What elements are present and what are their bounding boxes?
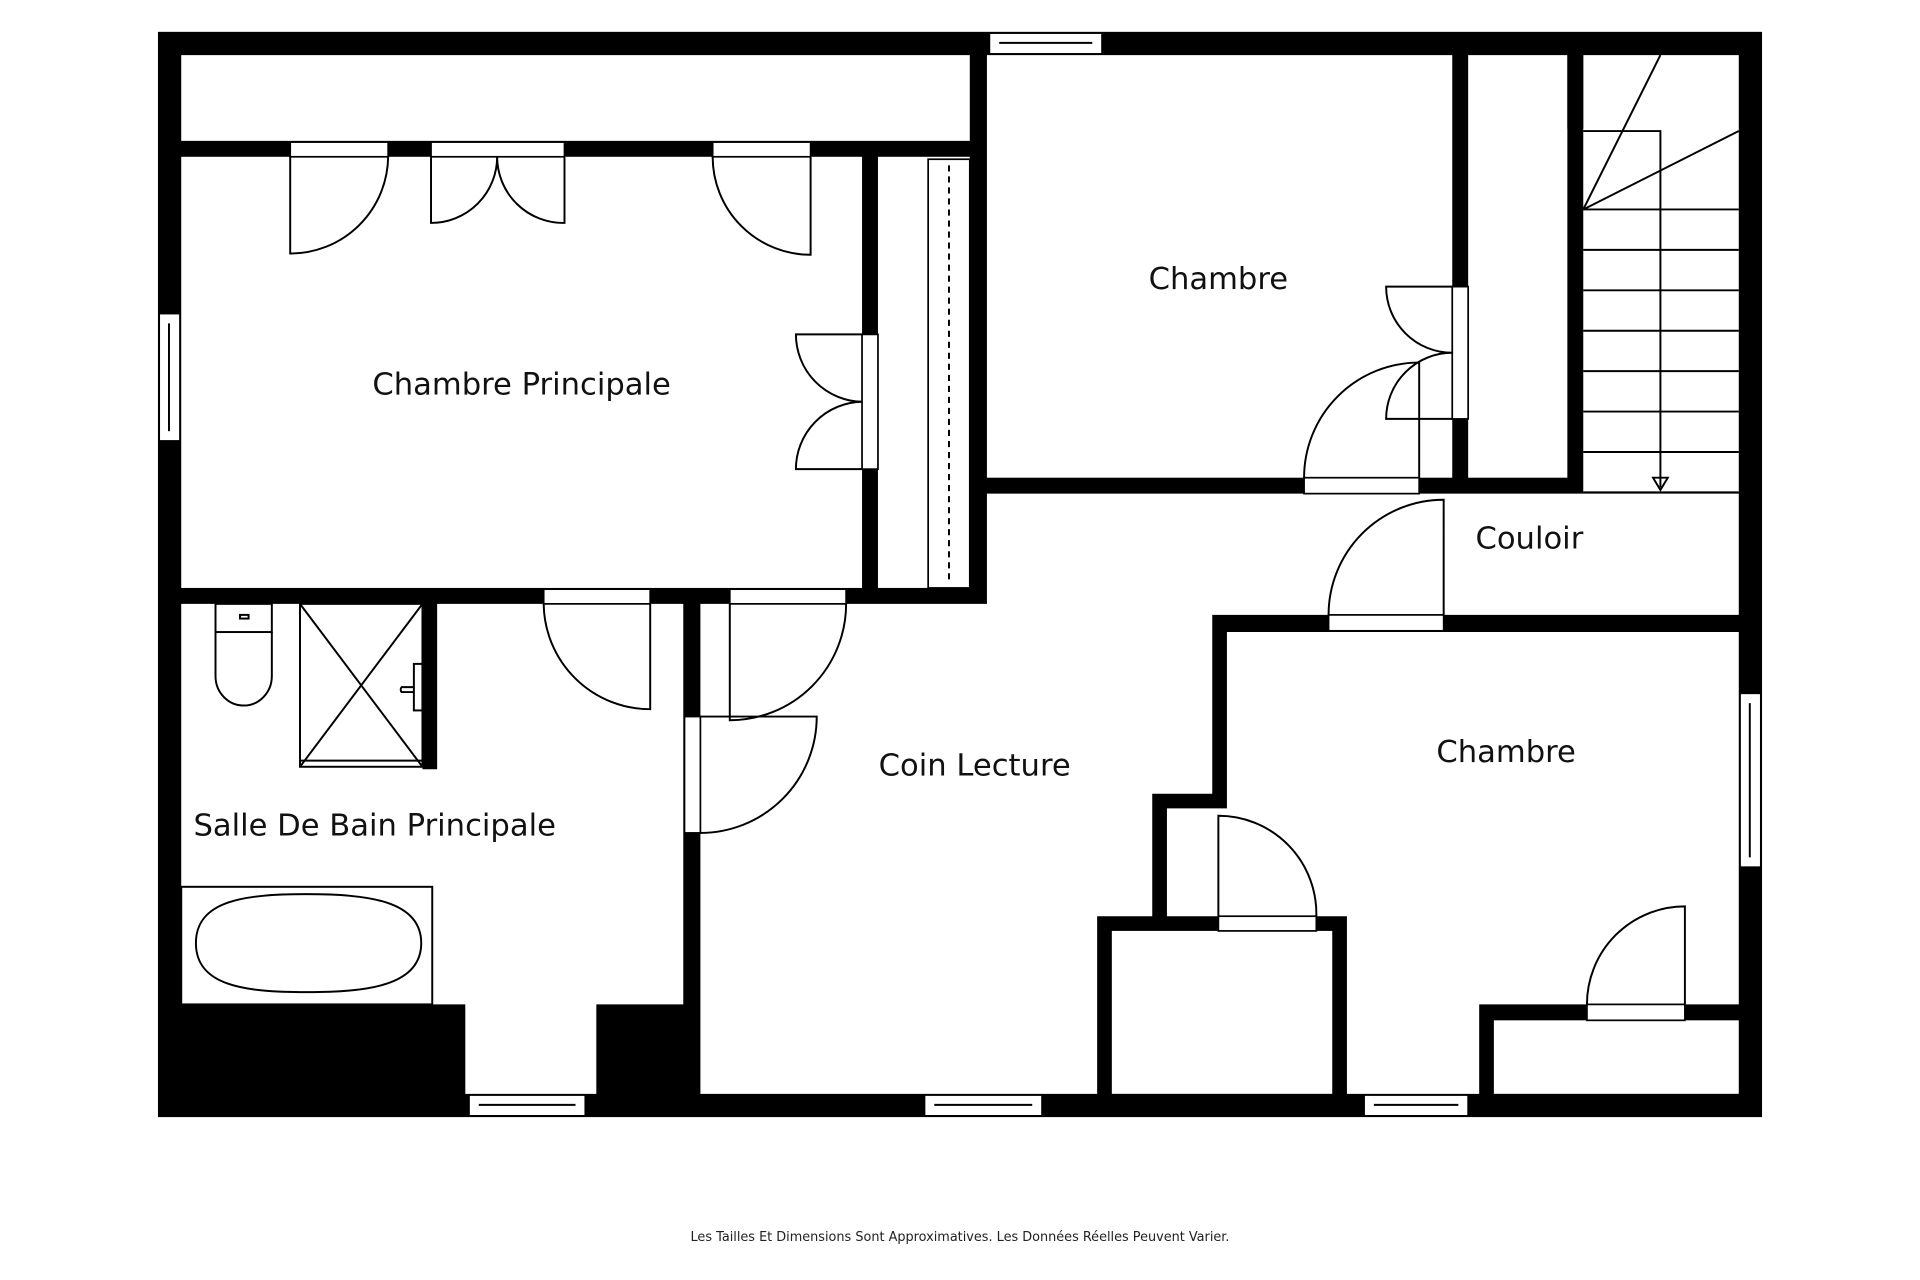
- doors: [289, 141, 1686, 1022]
- room-floors: [181, 55, 1739, 1094]
- room-label-reading-nook: Coin Lecture: [879, 748, 1071, 783]
- room-label-bedroom-right: Chambre: [1436, 735, 1576, 770]
- bathroom-fixtures: [180, 602, 434, 1006]
- disclaimer-footer: Les Tailles Et Dimensions Sont Approxima…: [691, 1230, 1230, 1245]
- windows: [158, 32, 1762, 1117]
- toilet-icon: [214, 602, 273, 707]
- room-label-master-bedroom: Chambre Principale: [372, 367, 670, 402]
- room-label-bedroom-top: Chambre: [1149, 262, 1289, 297]
- bathtub-icon: [180, 885, 434, 1006]
- staircase: [1582, 54, 1740, 494]
- stair-direction-arrow-icon: [1651, 476, 1670, 492]
- shower-icon: [299, 602, 424, 768]
- room-label-master-bathroom: Salle De Bain Principale: [193, 808, 555, 843]
- room-label-hallway: Couloir: [1475, 522, 1583, 557]
